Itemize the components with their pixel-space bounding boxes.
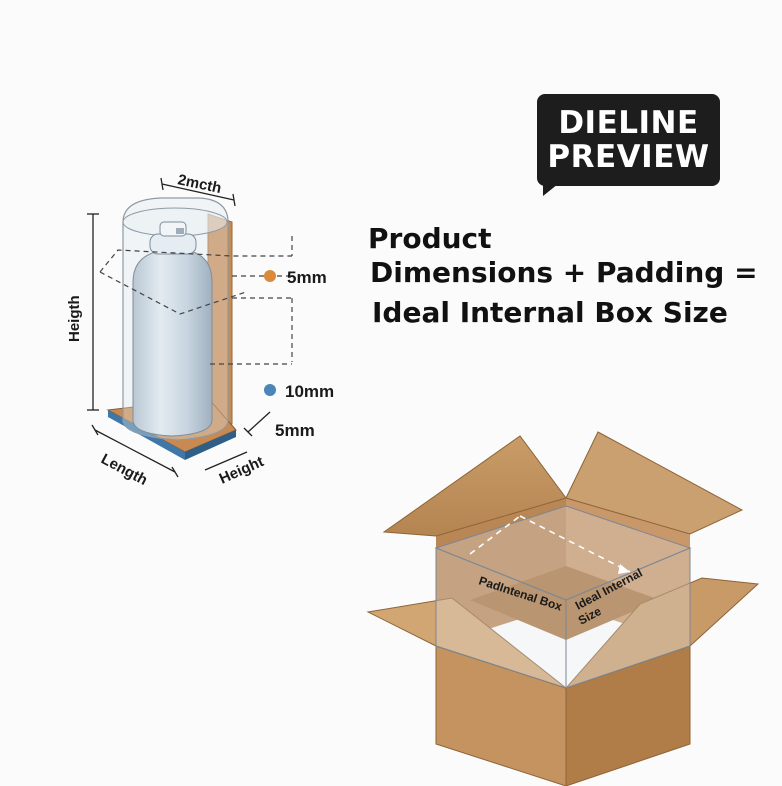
box-flap-back-right — [565, 431, 744, 535]
badge-line-1: DIELINE — [558, 105, 699, 141]
internal-measure-guides — [469, 515, 631, 573]
sizing-equation: Product Dimensions + Padding = Ideal Int… — [360, 222, 760, 330]
padding-label-5mm-bottom: 5mm — [275, 421, 315, 440]
badge-line-2: PREVIEW — [547, 139, 710, 175]
dimension-lines — [87, 177, 271, 478]
badge-tail — [543, 180, 563, 196]
padding-label-5mm-top: 5mm — [287, 268, 327, 287]
clear-insert — [434, 505, 692, 689]
equation-line-3: Ideal Internal Box Size — [372, 296, 728, 329]
equation-line-1: Product — [368, 222, 492, 255]
arrow-head — [618, 564, 630, 574]
product-diagram: 2mcth Heigth Length Height 5mm 10mm 5mm — [66, 171, 334, 489]
box-flap-back-left — [382, 435, 567, 537]
dieline-preview-badge: DIELINE PREVIEW — [537, 94, 720, 186]
padding-label-10mm: 10mm — [285, 382, 334, 401]
padding-guides — [99, 236, 293, 365]
top-dimension-label: 2mcth — [176, 171, 223, 197]
padding-dot-orange — [264, 270, 276, 282]
bottom-height-label: Height — [217, 453, 267, 488]
height-label: Heigth — [66, 295, 83, 342]
equation-line-2: Dimensions + Padding = — [370, 256, 758, 289]
length-label: Length — [98, 451, 150, 489]
box-diagram: PadIntenal Box Ideal Internal Size — [366, 431, 760, 786]
bottle — [132, 221, 213, 437]
box-inner-floor — [470, 566, 660, 640]
padding-dot-blue — [264, 384, 276, 396]
